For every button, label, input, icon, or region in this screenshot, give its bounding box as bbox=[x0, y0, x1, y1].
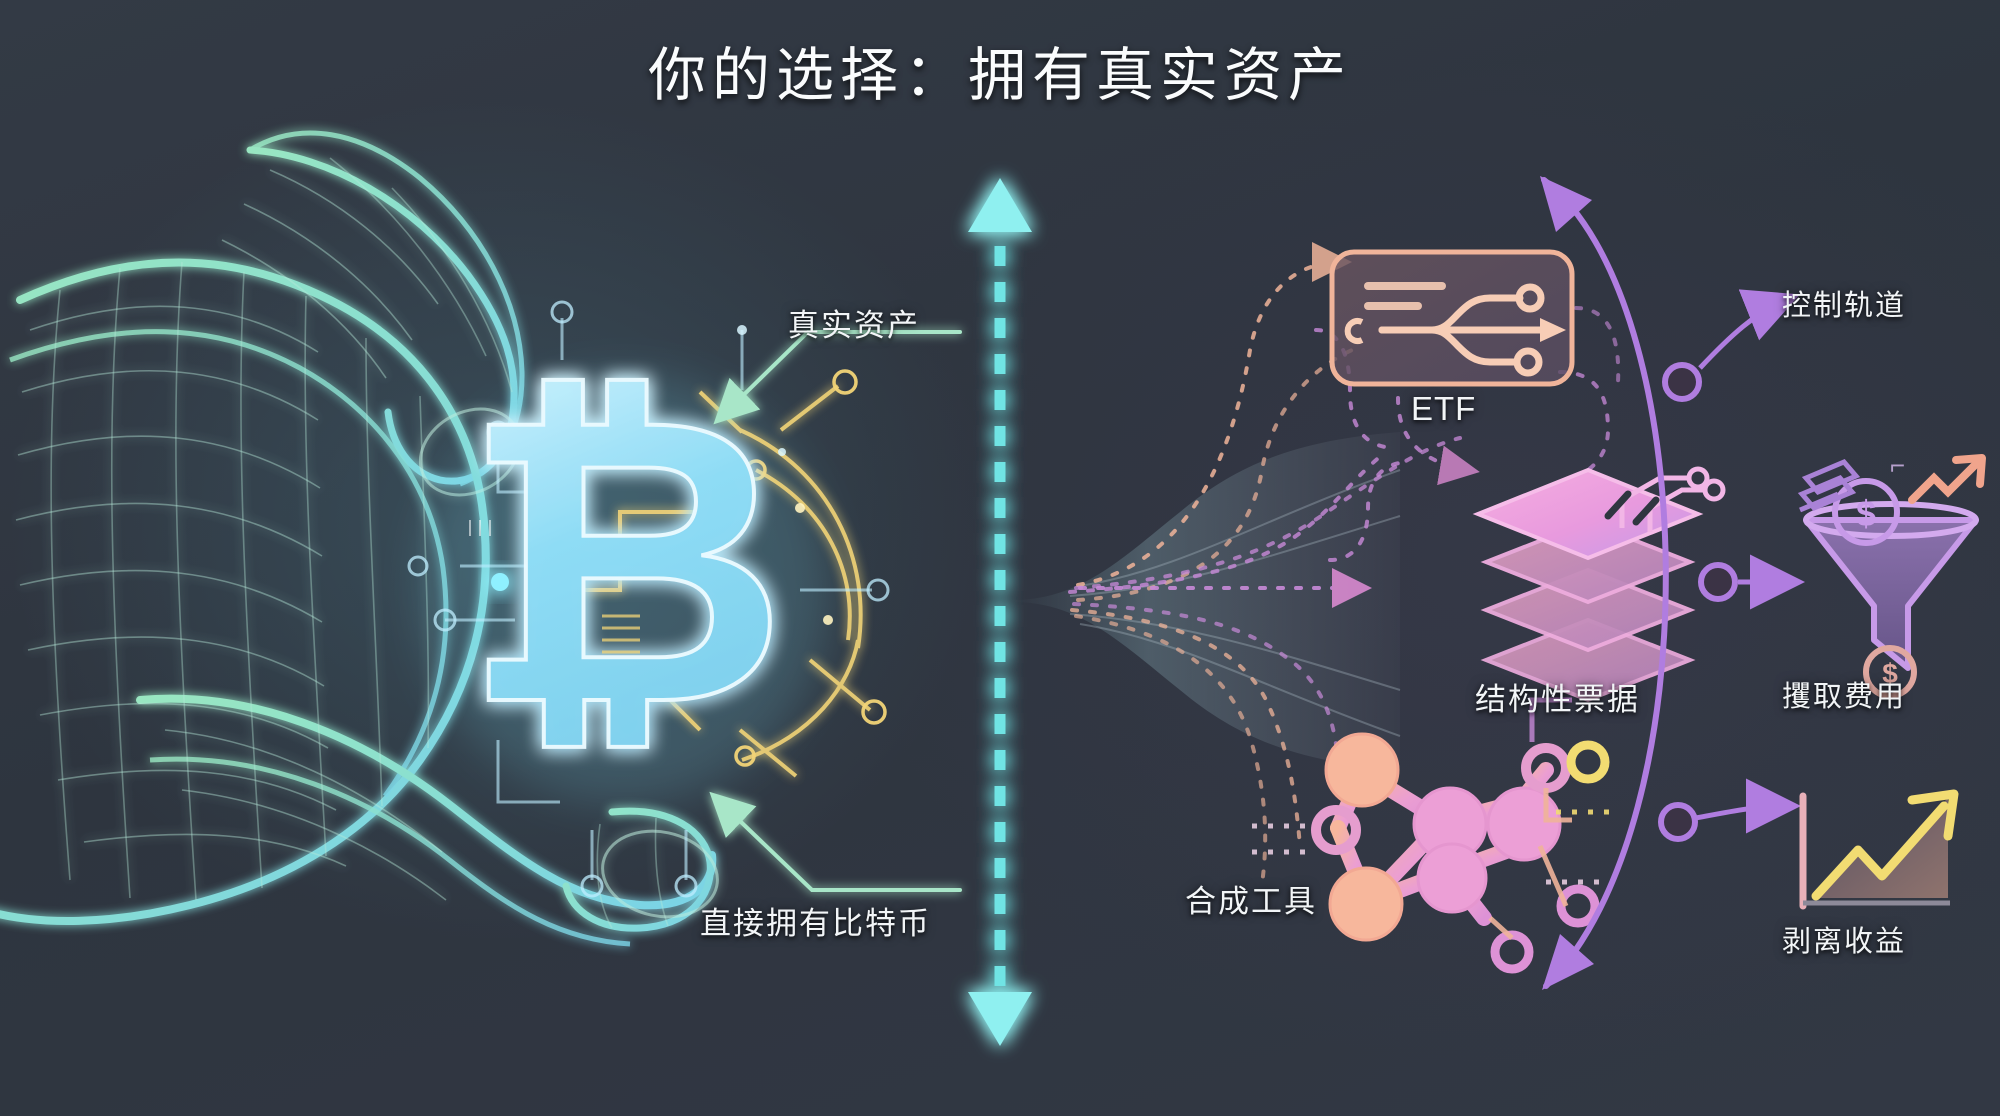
layer-stack-icon bbox=[1472, 466, 1726, 703]
etf-routing-panel bbox=[1329, 249, 1575, 387]
dollar-coin-out-icon: $ bbox=[1863, 645, 1917, 699]
flow-lines bbox=[1068, 242, 1621, 886]
svg-text:⌐: ⌐ bbox=[1890, 450, 1905, 480]
funnel-money-icon: $ ⌐ $ bbox=[1797, 450, 1986, 699]
dollar-coin-icon: $ bbox=[1832, 478, 1900, 546]
svg-text:$: $ bbox=[1856, 493, 1876, 534]
arrow-down bbox=[968, 992, 1032, 1046]
growth-chart-icon bbox=[1799, 789, 1959, 910]
arrow-up bbox=[968, 178, 1032, 232]
energy-stream bbox=[1012, 432, 1401, 770]
banknote-icon bbox=[1797, 458, 1861, 513]
svg-text:₿: ₿ bbox=[462, 330, 788, 795]
molecule-network-icon bbox=[1252, 697, 1620, 974]
real-asset-annotation-arrow bbox=[713, 330, 962, 425]
control-rail-arc bbox=[1540, 176, 1805, 990]
direct-ownership-annotation-arrow bbox=[709, 791, 962, 892]
svg-text:$: $ bbox=[1882, 658, 1898, 689]
vertical-dashed-divider bbox=[968, 178, 1032, 1046]
wireframe-hand-holding-bitcoin bbox=[0, 130, 719, 947]
fee-arrow-icon bbox=[1908, 454, 1986, 504]
bitcoin-circuit-symbol: ₿ bbox=[407, 300, 890, 898]
